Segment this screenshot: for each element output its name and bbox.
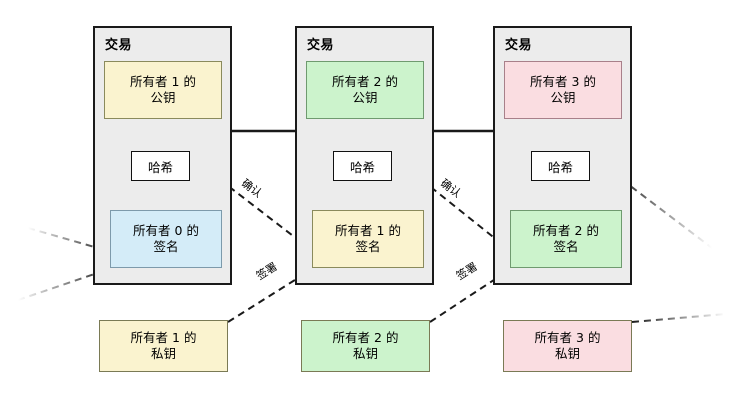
sign-connector-outgoing-right <box>631 313 727 323</box>
sign-label-2: 签署 <box>454 260 480 283</box>
private-key-box-2[interactable]: 所有者 2 的 私钥 <box>301 320 430 372</box>
private-key-line2-1: 私钥 <box>150 346 176 361</box>
signature-line2-3: 签名 <box>553 239 579 254</box>
verify-label-2: 确认 <box>437 176 464 201</box>
verify-label-1: 确认 <box>238 176 265 201</box>
private-key-line1-3: 所有者 3 的 <box>534 330 601 345</box>
hash-box-2[interactable]: 哈希 <box>333 151 392 181</box>
public-key-box-3[interactable]: 所有者 3 的 公钥 <box>504 61 622 119</box>
hash-label-3: 哈希 <box>547 159 573 175</box>
signature-line2-2: 签名 <box>355 239 381 254</box>
transaction-title-1: 交易 <box>105 38 133 53</box>
signature-line2-1: 签名 <box>153 239 179 254</box>
private-key-box-1[interactable]: 所有者 1 的 私钥 <box>99 320 228 372</box>
private-key-line2-3: 私钥 <box>554 346 580 361</box>
hash-label-1: 哈希 <box>147 159 173 175</box>
signature-box-3[interactable]: 所有者 2 的 签名 <box>510 210 622 268</box>
hash-label-2: 哈希 <box>349 159 375 175</box>
hash-box-1[interactable]: 哈希 <box>131 151 190 181</box>
hash-box-3[interactable]: 哈希 <box>531 151 590 181</box>
private-key-line1-1: 所有者 1 的 <box>130 330 197 345</box>
sign-label-1: 签署 <box>254 260 280 283</box>
public-key-line1-2: 所有者 2 的 <box>332 74 398 89</box>
signature-box-2[interactable]: 所有者 1 的 签名 <box>312 210 424 268</box>
public-key-line2-1: 公钥 <box>150 90 176 105</box>
private-key-box-3[interactable]: 所有者 3 的 私钥 <box>503 320 632 372</box>
signature-line1-2: 所有者 1 的 <box>335 223 401 238</box>
public-key-line1-1: 所有者 1 的 <box>130 74 196 89</box>
signature-line1-1: 所有者 0 的 <box>133 223 199 238</box>
private-key-line2-2: 私钥 <box>352 346 378 361</box>
public-key-box-2[interactable]: 所有者 2 的 公钥 <box>306 61 424 119</box>
transaction-title-2: 交易 <box>307 38 335 53</box>
public-key-line1-3: 所有者 3 的 <box>530 74 596 89</box>
public-key-line2-2: 公钥 <box>352 90 378 105</box>
public-key-line2-3: 公钥 <box>550 90 576 105</box>
transaction-title-3: 交易 <box>505 38 533 53</box>
signature-line1-3: 所有者 2 的 <box>533 223 599 238</box>
signature-box-1[interactable]: 所有者 0 的 签名 <box>110 210 222 268</box>
private-key-line1-2: 所有者 2 的 <box>332 330 399 345</box>
public-key-box-1[interactable]: 所有者 1 的 公钥 <box>104 61 222 119</box>
